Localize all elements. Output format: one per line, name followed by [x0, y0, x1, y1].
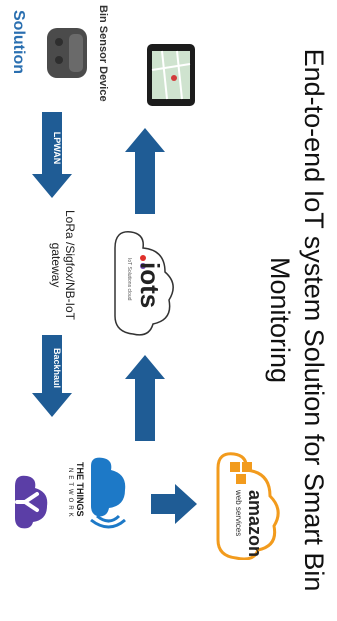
lpwan-arrow	[32, 112, 72, 198]
backhaul-label: Backhaul	[52, 347, 62, 389]
amazon-logo-text: amazon	[245, 490, 265, 558]
aws-to-iots-arrow	[125, 355, 165, 441]
iots-to-app-arrow	[125, 128, 165, 214]
bin-sensor-device-icon	[47, 28, 87, 78]
backhaul-arrow	[32, 335, 72, 417]
amazon-web-services-logo-icon	[216, 452, 280, 560]
gateway-label: LoRa /Sigfox/NB-IoT gateway	[49, 209, 77, 321]
iots-cloud-icon	[114, 231, 174, 336]
cloud-app-icon	[15, 475, 48, 529]
ttn-to-aws-arrow	[151, 484, 197, 524]
the-things-network-logo-icon	[90, 457, 126, 529]
iots-logo-text: iots	[135, 262, 165, 309]
smartphone-map-icon	[147, 44, 195, 106]
ttn-logo-text: THE THINGS	[75, 462, 85, 517]
iots-logo-subtext: IoT Solutions cloud	[126, 258, 132, 301]
amazon-logo-subtext: web services	[234, 490, 243, 537]
ttn-logo-subtext: NETWORK	[67, 468, 73, 520]
solution-label: Solution	[10, 10, 27, 74]
lpwan-label: LPWAN	[52, 131, 62, 165]
bin-sensor-device-label: Bin Sensor Device	[97, 5, 109, 102]
